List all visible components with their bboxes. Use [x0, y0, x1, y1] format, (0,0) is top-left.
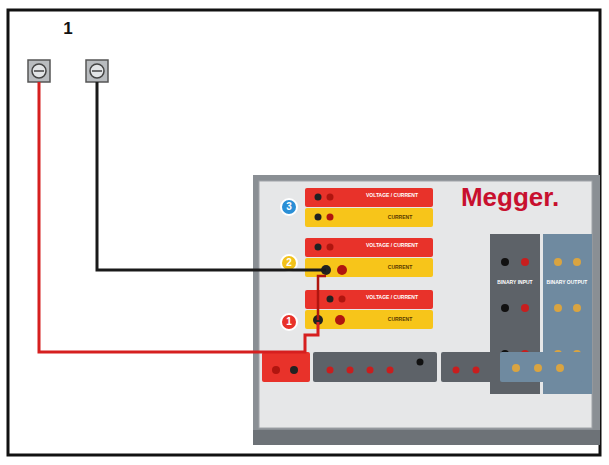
module-label: CURRENT: [388, 265, 412, 270]
module-label: VOLTAGE / CURRENT: [366, 295, 418, 300]
channel-number: 3: [286, 202, 292, 212]
panel-label: BINARY INPUT: [497, 280, 532, 285]
binary-panels: [490, 234, 592, 394]
device-body: [253, 175, 600, 445]
brand-logo: Megger.: [461, 184, 559, 210]
module-label: VOLTAGE / CURRENT: [366, 243, 418, 248]
module-label: CURRENT: [388, 317, 412, 322]
channel-badge: [281, 199, 297, 215]
frame: [8, 10, 600, 455]
channel-badge: [281, 314, 297, 330]
panel-label: BINARY OUTPUT: [547, 280, 588, 285]
channel-number: 1: [286, 317, 292, 327]
red-wire: [39, 82, 318, 352]
module-label: VOLTAGE / CURRENT: [366, 193, 418, 198]
device-base: [253, 430, 600, 445]
link-wire: [318, 276, 326, 320]
device-face: [259, 181, 592, 428]
bottom-modules: [262, 352, 582, 382]
channel-3-module: [305, 188, 433, 227]
channel-1-module: [305, 290, 433, 329]
module-label: CURRENT: [388, 215, 412, 220]
black-wire: [97, 82, 326, 270]
channel-number: 2: [286, 258, 292, 268]
terminal-left: [28, 60, 50, 82]
terminal-right: [86, 60, 108, 82]
callout-number: 1: [63, 20, 72, 37]
